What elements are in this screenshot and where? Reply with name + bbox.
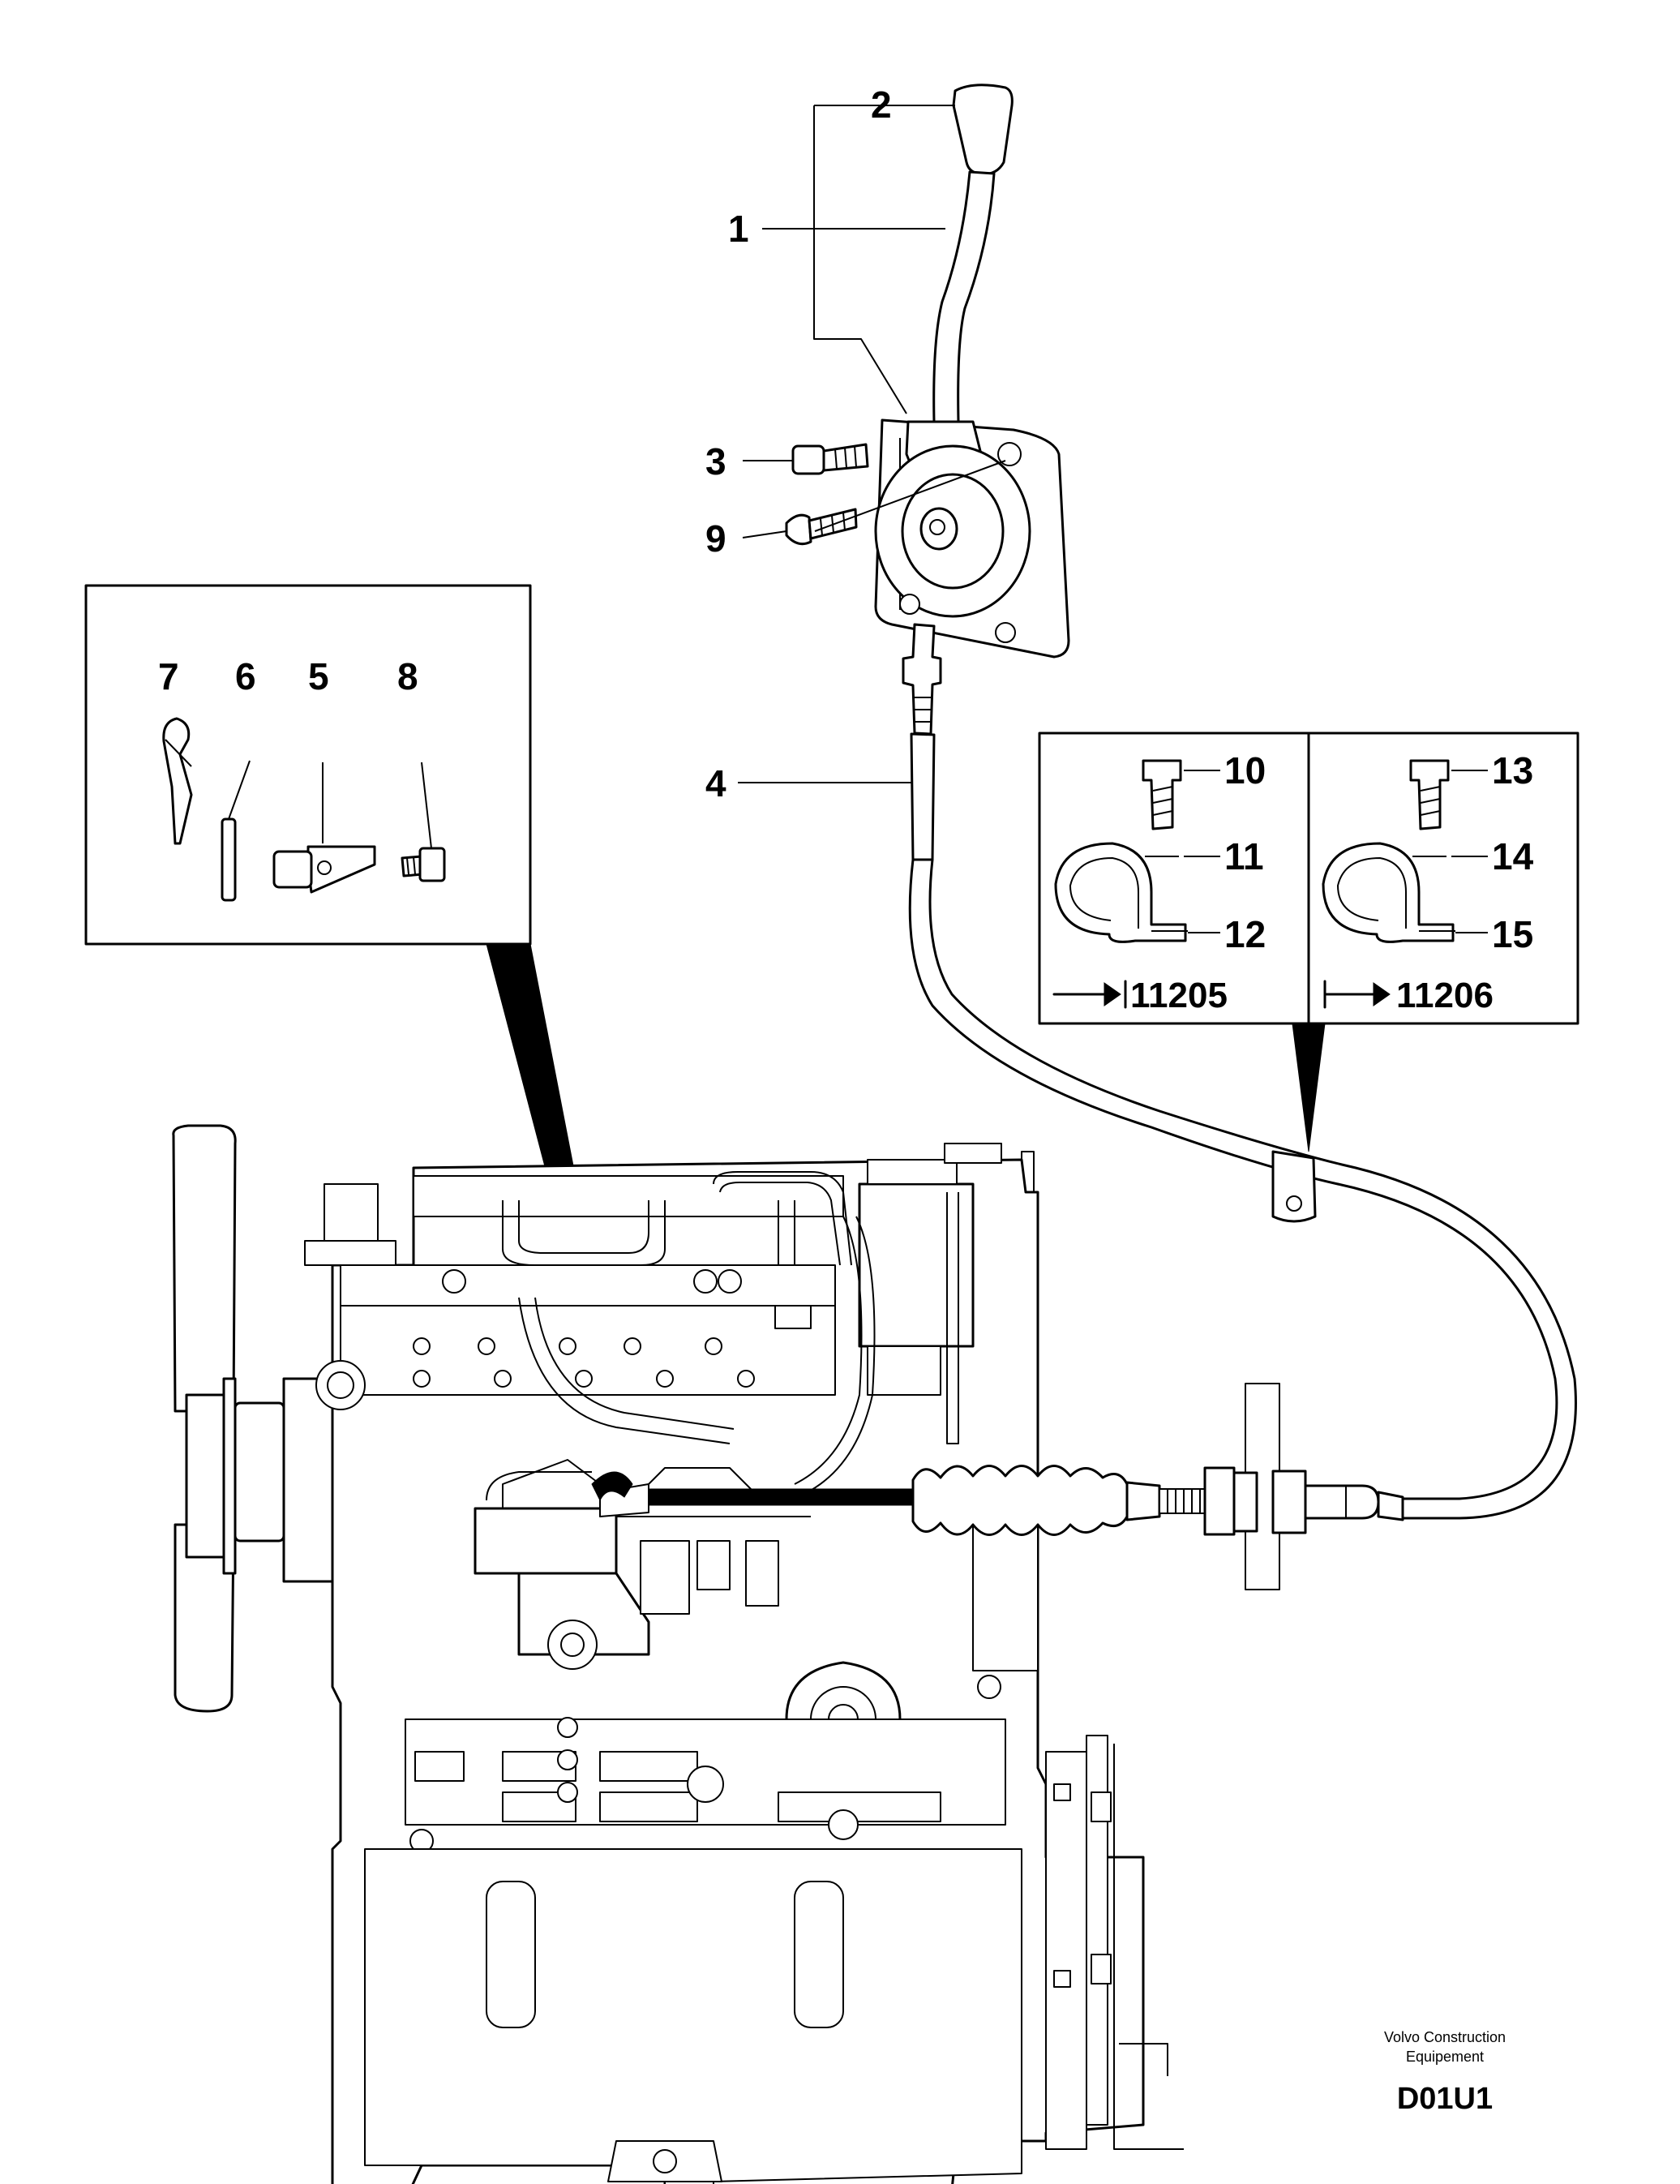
callout-6: 6 [235, 655, 256, 697]
callout-4: 4 [705, 762, 726, 805]
serial-ref-11205: 11205 [1130, 976, 1228, 1015]
callout-14: 14 [1492, 835, 1534, 877]
serial-ref-11206: 11206 [1396, 976, 1494, 1015]
cable-engine-end [591, 1383, 1404, 1590]
callout-3: 3 [705, 440, 726, 483]
callout-15: 15 [1492, 913, 1533, 955]
lever-knob [952, 84, 1014, 176]
brand-line-1: Volvo Construction [1384, 2029, 1506, 2045]
clamp-set-right: 13 14 15 11206 [1322, 749, 1534, 1015]
cable-sleeve [910, 732, 936, 861]
inset-pointer-right [1292, 1023, 1326, 1152]
cable-bellows [911, 1465, 1129, 1536]
throttle-lever-assembly [874, 84, 1070, 861]
callout-13: 13 [1492, 749, 1533, 792]
callout-7: 7 [158, 655, 179, 697]
drawing-code: D01U1 [1397, 2082, 1493, 2116]
cable-threaded-end [902, 623, 942, 736]
callout-11: 11 [1224, 835, 1264, 877]
callout-10: 10 [1224, 749, 1266, 792]
screw-9 [785, 508, 858, 546]
callout-8: 8 [397, 655, 418, 697]
callout-1: 1 [728, 208, 749, 250]
callouts-lever: 2 1 3 9 4 [705, 84, 892, 805]
callout-9: 9 [705, 517, 726, 560]
inset-box-clamps: 10 11 12 11205 13 14 15 11206 [1038, 732, 1579, 1152]
brand-line-2: Equipement [1406, 2049, 1484, 2065]
throttle-cable [908, 858, 1577, 1520]
callout-5: 5 [308, 655, 329, 697]
footer-brand: Volvo Construction Equipement D01U1 [1384, 2029, 1506, 2116]
bolt-3 [791, 443, 869, 475]
fan-blade-bottom [174, 1523, 235, 1713]
lever-rod [932, 170, 996, 423]
callout-12: 12 [1224, 913, 1266, 955]
fan-blade-top [172, 1124, 237, 1413]
callout-2: 2 [871, 84, 892, 126]
engine-assembly [172, 1124, 1184, 2184]
leader-lines-top [738, 105, 1006, 783]
clamp-set-left: 10 11 12 11205 [1052, 749, 1266, 1015]
